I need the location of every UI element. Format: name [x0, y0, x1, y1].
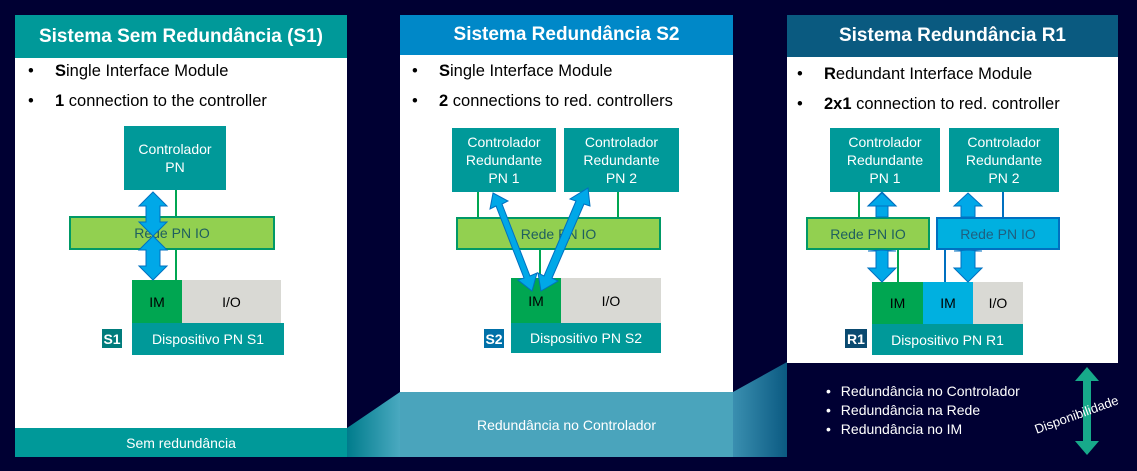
list-item-text: Redundância no Controlador	[840, 383, 1020, 399]
device-label: Dispositivo PN R1	[872, 324, 1023, 355]
list-item: • Redundância na Rede	[826, 402, 981, 418]
device-label: Dispositivo PN S1	[132, 323, 284, 355]
controller-pn: Controlador PN	[124, 126, 226, 190]
bullet-bold: S	[439, 62, 451, 80]
io-module: I/O	[182, 280, 281, 323]
list-item-text: Redundância no IM	[840, 421, 963, 437]
double-arrow	[866, 192, 898, 207]
double-arrow	[489, 192, 538, 292]
double-arrow	[866, 249, 898, 283]
device-label: Dispositivo PN S2	[511, 323, 661, 353]
controller-redundant-pn2: Controlador Redundante PN 2	[564, 128, 679, 192]
double-arrow	[137, 235, 169, 281]
panel-s2-bullets: •Single Interface Module •2 connections …	[412, 62, 673, 110]
list-item: • Redundância no IM	[826, 421, 963, 437]
interface-module-2: IM	[923, 282, 973, 324]
panel-s2-footer: Redundância no Controlador	[400, 392, 733, 457]
interface-module: IM	[511, 278, 561, 323]
double-arrow	[537, 187, 591, 292]
controller-redundant-pn2: Controlador Redundante PN 2	[949, 128, 1059, 192]
interface-module: IM	[132, 280, 182, 323]
io-module: I/O	[973, 282, 1023, 324]
redundancy-list: • Redundância no Controlador • Redundânc…	[826, 382, 1056, 439]
bullet-text: ingle Interface Module	[450, 62, 613, 80]
panel-r1-title: Sistema Redundância R1	[787, 15, 1118, 57]
bullet-bold: 1	[55, 92, 65, 110]
availability-double-arrow-icon	[1075, 367, 1099, 455]
band-s1-s2	[347, 392, 400, 457]
bullet-bold: 2	[439, 92, 449, 110]
list-item: • Redundância no Controlador	[826, 383, 1020, 399]
panel-s1-title: Sistema Sem Redundância (S1)	[15, 15, 347, 58]
bullet-bold: 2x1	[824, 95, 852, 113]
bullet-text: connection to the controller	[64, 92, 267, 110]
band-s2-r1	[733, 362, 787, 457]
panel-r1-bullets: •Redundant Interface Module •2x1 connect…	[797, 65, 1060, 113]
double-arrow	[952, 249, 984, 283]
device-tag: R1	[844, 328, 868, 349]
panel-s1-footer: Sem redundância	[15, 428, 347, 457]
io-module: I/O	[561, 278, 661, 323]
bullet-bold: S	[55, 62, 67, 80]
controller-redundant-pn1: Controlador Redundante PN 1	[830, 128, 940, 192]
network-pn-io: Rede PN IO	[69, 216, 275, 250]
device-tag: S1	[101, 328, 123, 349]
double-arrow	[952, 192, 984, 218]
device-tag: S2	[483, 328, 505, 349]
bullet-text: ingle Interface Module	[66, 62, 229, 80]
list-item-text: Redundância na Rede	[840, 402, 981, 418]
panel-s2-title: Sistema Redundância S2	[400, 15, 733, 55]
bullet-text: edundant Interface Module	[835, 65, 1033, 83]
arrow-shaft	[875, 205, 889, 218]
network-pn-io-green: Rede PN IO	[806, 217, 930, 250]
bullet-text: connection to red. controller	[851, 95, 1060, 113]
availability-arrow	[1075, 367, 1099, 455]
controller-redundant-pn1: Controlador Redundante PN 1	[452, 128, 556, 192]
panel-r1-footer: • Redundância no Controlador • Redundânc…	[826, 382, 1056, 442]
network-pn-io-blue: Rede PN IO	[936, 217, 1060, 250]
panel-s1-bullets: •Single Interface Module •1 connection t…	[28, 62, 267, 110]
bullet-text: connections to red. controllers	[448, 92, 673, 110]
bullet-bold: R	[824, 65, 836, 83]
interface-module-1: IM	[872, 282, 923, 324]
